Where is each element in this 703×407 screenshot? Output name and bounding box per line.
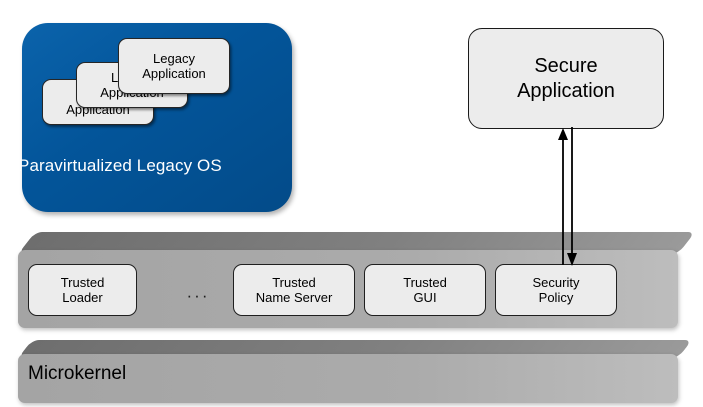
service-line2-2: GUI	[413, 290, 437, 305]
legacy-os-label: Paravirtualized Legacy OS	[18, 156, 222, 175]
legacy-application-line2-3: Application	[142, 66, 206, 81]
service-box-trusted-name-server: Trusted Name Server	[233, 264, 355, 316]
service-label-trusted-loader: Trusted Loader	[61, 275, 105, 306]
connection-arrows	[558, 127, 577, 266]
service-box-security-policy: Security Policy	[495, 264, 617, 316]
service-line1-1: Trusted	[272, 274, 316, 290]
secure-application-box: Secure Application	[468, 28, 664, 129]
service-line1-0: Trusted	[60, 274, 105, 290]
services-ellipsis: ···	[186, 286, 210, 305]
arrow-down-to-security-policy	[567, 127, 577, 266]
legacy-application-box-3: Legacy Application	[118, 38, 230, 94]
service-label-security-policy: Security Policy	[533, 275, 580, 306]
secure-application-line2: Application	[517, 79, 615, 102]
service-label-trusted-name-server: Trusted Name Server	[256, 275, 333, 306]
service-line2-0: Loader	[62, 290, 103, 305]
microkernel-bar-front-face	[18, 354, 678, 403]
microkernel-label: Microkernel	[28, 363, 127, 384]
secure-application-label: Secure Application	[517, 54, 615, 104]
service-line1-3: Security	[532, 274, 580, 290]
service-line1-2: Trusted	[403, 274, 447, 290]
service-label-trusted-gui: Trusted GUI	[403, 275, 447, 306]
service-box-trusted-gui: Trusted GUI	[364, 264, 486, 316]
arrow-up-to-secure-application	[558, 128, 568, 265]
service-line2-1: Name Server	[255, 290, 333, 305]
microkernel-bar	[18, 340, 693, 403]
legacy-application-label-3: Legacy Application	[142, 51, 206, 82]
legacy-application-line1-3: Legacy	[153, 50, 195, 66]
secure-application-line1: Secure	[534, 54, 598, 77]
service-line2-3: Policy	[538, 290, 574, 305]
service-box-trusted-loader: Trusted Loader	[28, 264, 137, 316]
